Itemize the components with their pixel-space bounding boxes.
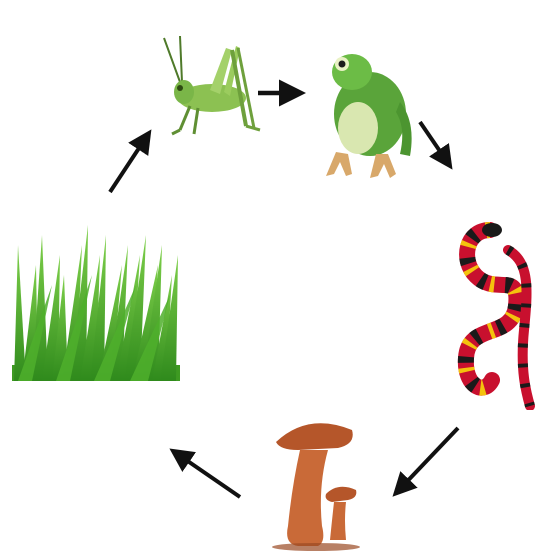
grasshopper-icon <box>150 30 270 150</box>
mushroom-icon <box>268 416 372 551</box>
arrow-frog-to-snake <box>420 122 448 163</box>
arrow-mushroom-to-grass <box>176 453 240 497</box>
arrow-grass-to-grasshopper <box>110 136 147 192</box>
grass-icon <box>12 215 180 385</box>
snake-icon <box>446 210 536 410</box>
arrow-snake-to-mushroom <box>398 428 458 491</box>
frog-icon <box>320 42 420 182</box>
